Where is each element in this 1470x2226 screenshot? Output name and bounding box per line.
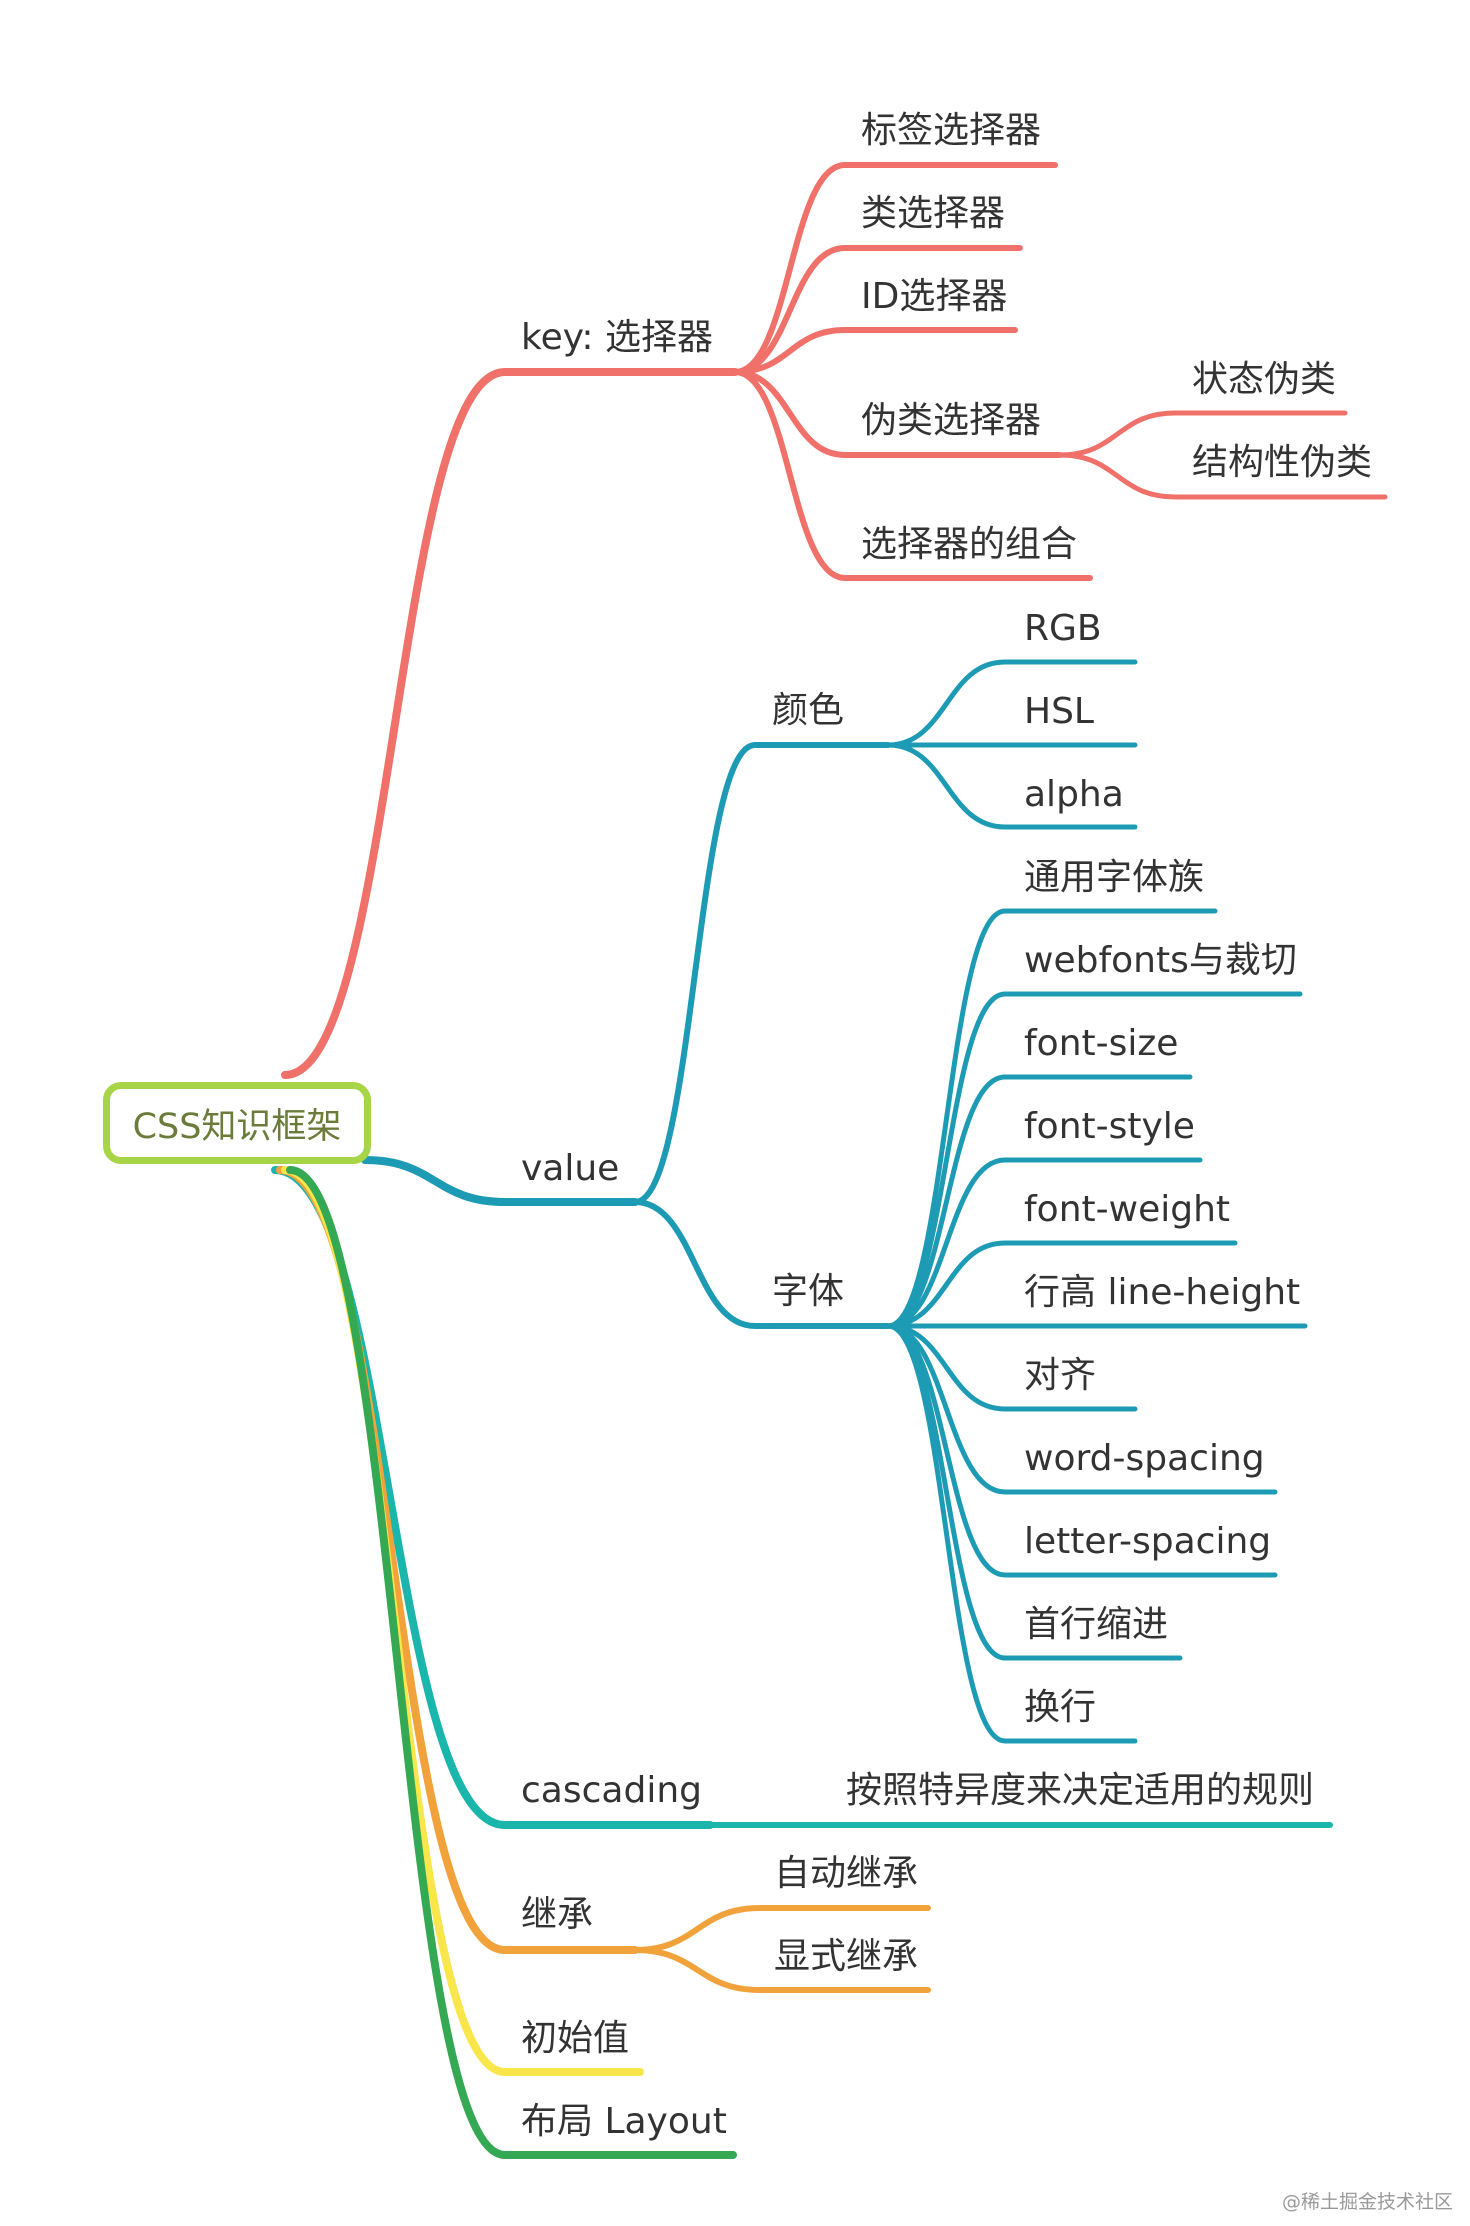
edge-root-initial xyxy=(281,1166,644,2076)
root-label: CSS知识框架 xyxy=(132,1106,342,1147)
inherit-child-auto: 自动继承 xyxy=(774,1853,919,1894)
selector-child-pseudo: 伪类选择器 xyxy=(861,400,1042,441)
edge-selector-combination xyxy=(732,369,1093,581)
selector-child-tag: 标签选择器 xyxy=(861,110,1042,151)
branch-selector-label: key: 选择器 xyxy=(521,317,713,358)
font-child-font-size: font-size xyxy=(1024,1023,1179,1064)
font-child-letter-spacing: letter-spacing xyxy=(1024,1521,1272,1562)
font-child-line-height: 行高 line-height xyxy=(1024,1272,1301,1313)
value-color-label: 颜色 xyxy=(772,690,845,731)
branch-cascading-label: cascading xyxy=(521,1770,702,1811)
edge-font-child-2 xyxy=(885,1074,1193,1329)
font-child-generic-family: 通用字体族 xyxy=(1024,857,1205,898)
font-child-font-weight: font-weight xyxy=(1024,1189,1230,1230)
root-node[interactable]: CSS知识框架 xyxy=(103,1082,371,1164)
branch-initial-label: 初始值 xyxy=(521,2018,630,2059)
branch-inherit-label: 继承 xyxy=(521,1894,594,1935)
edge-font-child-10 xyxy=(885,1323,1138,1744)
selector-child-combination: 选择器的组合 xyxy=(861,524,1078,565)
branch-layout-label: 布局 Layout xyxy=(521,2101,727,2142)
edge-pseudo-state xyxy=(1057,410,1348,458)
edge-font-child-4 xyxy=(885,1240,1238,1329)
font-child-word-spacing: word-spacing xyxy=(1024,1438,1265,1479)
inherit-child-explicit: 显式继承 xyxy=(774,1936,919,1977)
watermark: @稀土掘金技术社区 xyxy=(1282,2191,1454,2213)
font-child-align: 对齐 xyxy=(1024,1355,1097,1396)
edge-selector-id xyxy=(732,327,1018,375)
edge-inherit-auto xyxy=(632,1905,931,1953)
font-child-font-style: font-style xyxy=(1024,1106,1195,1147)
font-child-webfonts: webfonts与裁切 xyxy=(1024,940,1297,981)
edge-selector-pseudo xyxy=(732,369,1063,458)
edge-font-child-7 xyxy=(885,1323,1278,1495)
font-child-wrap: 换行 xyxy=(1024,1687,1097,1728)
edge-value-color xyxy=(632,742,891,1205)
edge-pseudo-structural xyxy=(1057,452,1388,500)
edge-font-child-3 xyxy=(885,1157,1203,1329)
edge-value-font xyxy=(632,1199,891,1329)
color-child-hsl: HSL xyxy=(1024,691,1094,732)
edge-selector-tag xyxy=(732,162,1058,375)
edge-color-child-0 xyxy=(885,659,1138,748)
edge-root-inherit xyxy=(276,1166,639,1954)
branch-value-label: value xyxy=(521,1148,620,1189)
font-child-text-indent: 首行缩进 xyxy=(1024,1604,1169,1645)
selector-child-class: 类选择器 xyxy=(861,193,1006,234)
pseudo-child-structural: 结构性伪类 xyxy=(1192,442,1373,483)
edge-root-value xyxy=(361,1156,639,1206)
edge-color-child-2 xyxy=(885,742,1138,830)
edge-selector-class xyxy=(732,245,1023,375)
edge-font-child-6 xyxy=(885,1323,1138,1412)
pseudo-child-state: 状态伪类 xyxy=(1192,359,1337,400)
color-child-alpha: alpha xyxy=(1024,774,1124,815)
value-font-label: 字体 xyxy=(772,1271,845,1312)
edge-root-layout xyxy=(286,1166,737,2159)
edge-inherit-explicit xyxy=(632,1947,931,1993)
color-child-rgb: RGB xyxy=(1024,608,1102,649)
cascading-child-specificity: 按照特异度来决定适用的规则 xyxy=(846,1770,1315,1811)
edge-root-selector xyxy=(281,368,739,1079)
selector-child-id: ID选择器 xyxy=(861,276,1008,317)
edge-font-child-1 xyxy=(885,991,1303,1329)
